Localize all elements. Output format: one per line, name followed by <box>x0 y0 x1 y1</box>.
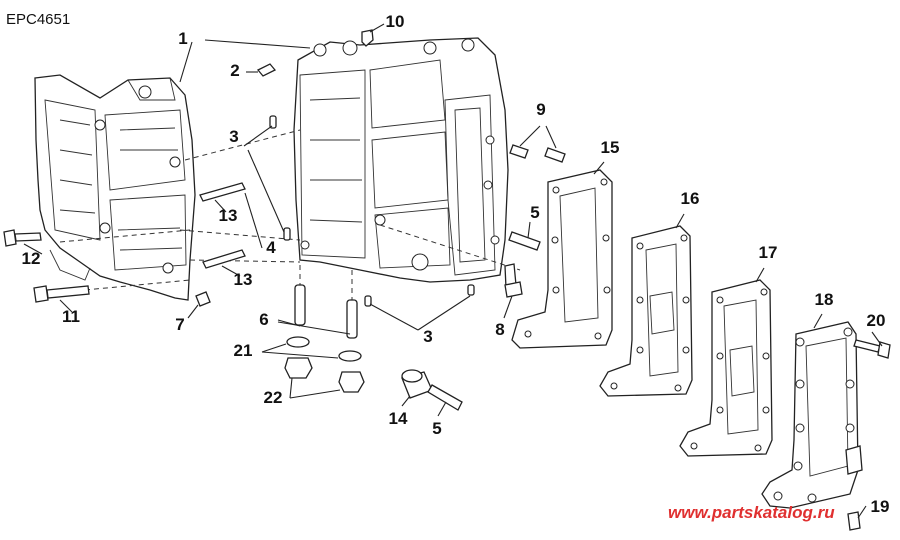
gasket-15 <box>511 169 613 349</box>
callout-c9: 9 <box>536 100 545 119</box>
watermark: www.partskatalog.ru <box>668 503 835 522</box>
part-dowel-pins <box>269 115 475 307</box>
part-washers <box>286 336 362 362</box>
crankcase-half-left <box>34 74 196 301</box>
gasket-16 <box>599 225 693 397</box>
part-cover-bolt <box>853 339 891 359</box>
callout-c3b: 3 <box>423 327 432 346</box>
part-long-pins <box>294 284 358 339</box>
assembly-guide-lines <box>59 129 521 300</box>
part-plug <box>256 63 277 77</box>
callout-c7: 7 <box>175 315 184 334</box>
part-bolt-long <box>33 285 90 303</box>
part-fitting-small <box>195 291 211 307</box>
callout-c14: 14 <box>389 409 408 428</box>
callout-c6: 6 <box>259 310 268 329</box>
callout-c15: 15 <box>601 138 620 157</box>
part-bolt-short <box>3 229 42 247</box>
part-pins-5 <box>427 231 541 411</box>
part-studs <box>199 182 246 269</box>
callout-c4: 4 <box>266 238 276 257</box>
part-fitting-top <box>361 29 374 47</box>
callout-c21: 21 <box>234 341 253 360</box>
callout-c5a: 5 <box>530 203 539 222</box>
callout-c13a: 13 <box>219 206 238 225</box>
part-bushing <box>401 369 433 399</box>
callout-c13b: 13 <box>234 270 253 289</box>
part-nuts <box>284 357 365 393</box>
callout-c16: 16 <box>681 189 700 208</box>
gasket-17 <box>679 279 773 457</box>
callout-c10: 10 <box>386 12 405 31</box>
callout-c19: 19 <box>871 497 890 516</box>
callout-c12: 12 <box>22 249 41 268</box>
part-pins-9 <box>509 144 566 163</box>
callout-c22: 22 <box>264 388 283 407</box>
callout-c1: 1 <box>178 29 187 48</box>
part-cover-fitting <box>847 511 861 531</box>
exhaust-cover-plate <box>761 321 863 509</box>
callout-c2: 2 <box>230 61 239 80</box>
callout-c3a: 3 <box>229 127 238 146</box>
diagram-code: EPC4651 <box>6 11 70 28</box>
callout-c11: 11 <box>62 307 80 326</box>
callout-c20: 20 <box>867 311 886 330</box>
callout-c17: 17 <box>759 243 778 262</box>
callout-c8: 8 <box>495 320 504 339</box>
cylinder-block <box>293 37 509 283</box>
part-elbow-fitting <box>504 263 523 298</box>
callout-c5b: 5 <box>432 419 441 438</box>
leader-lines <box>23 23 883 519</box>
callout-c18: 18 <box>815 290 834 309</box>
